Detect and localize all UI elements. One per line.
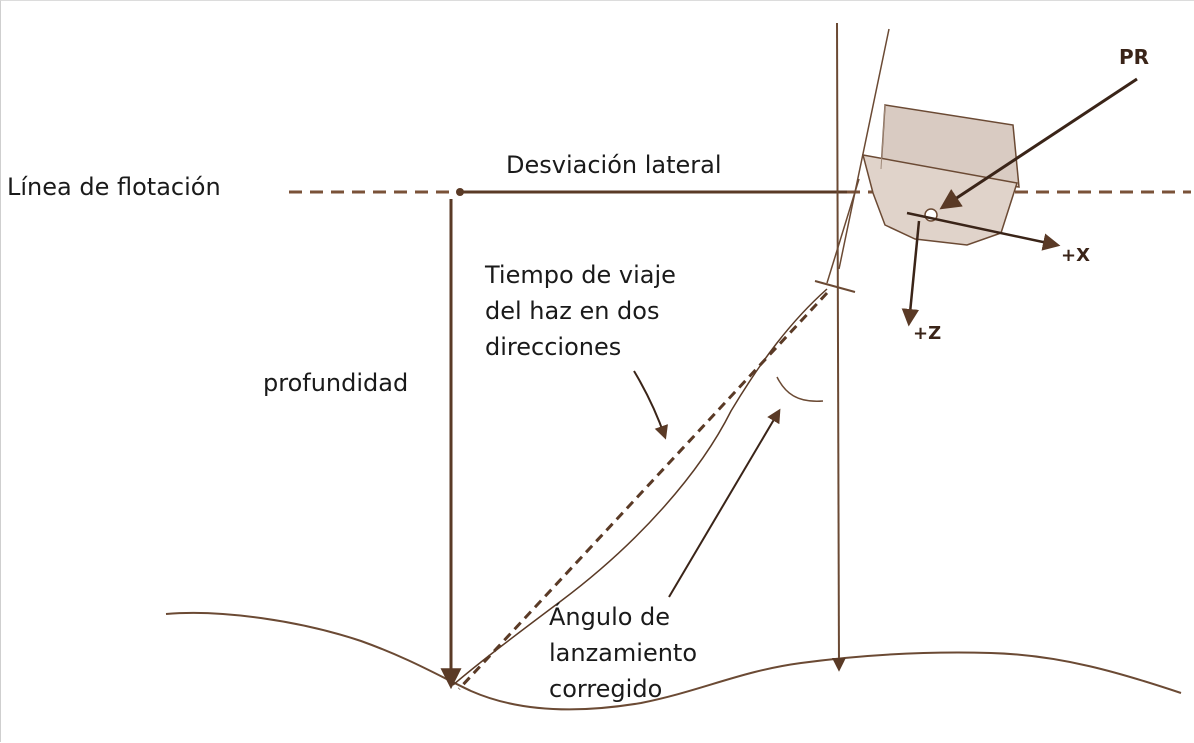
beam-line-lower: [826, 178, 860, 284]
x-axis-label: +X: [1061, 245, 1090, 266]
vessel-hull: [861, 104, 1020, 246]
launch-angle-label-line2: lanzamiento: [549, 639, 698, 667]
travel-time-label-line3: direcciones: [485, 333, 622, 361]
launch-angle-pointer: [668, 408, 781, 598]
z-axis-label: +Z: [913, 323, 942, 344]
corrected-ray-path: [452, 288, 828, 686]
travel-time-label-line2: del haz en dos: [485, 297, 660, 325]
two-way-travel-ray: [457, 291, 829, 691]
vertical-reference-line: [831, 22, 846, 672]
depth-label: profundidad: [263, 369, 409, 397]
launch-angle-arc: [776, 376, 824, 402]
waterline-label: Línea de flotación: [7, 173, 221, 201]
beam-origin-tick: [814, 280, 856, 293]
z-axis-arrow: [901, 220, 921, 327]
waterline-point: [456, 188, 464, 196]
lateral-deviation-label: Desviación lateral: [506, 151, 722, 179]
launch-angle-label-line1: Ángulo de: [549, 603, 671, 631]
travel-time-label-line1: Tiempo de viaje: [485, 261, 676, 289]
beam-line-upper: [838, 28, 890, 270]
reference-point-label: PR: [1119, 45, 1150, 69]
x-axis-arrow: [906, 211, 1061, 251]
reference-point-pointer: [939, 77, 1138, 210]
launch-angle-label-line3: corregido: [549, 675, 663, 703]
travel-time-pointer: [633, 370, 668, 440]
seafloor-line: [165, 611, 1182, 711]
